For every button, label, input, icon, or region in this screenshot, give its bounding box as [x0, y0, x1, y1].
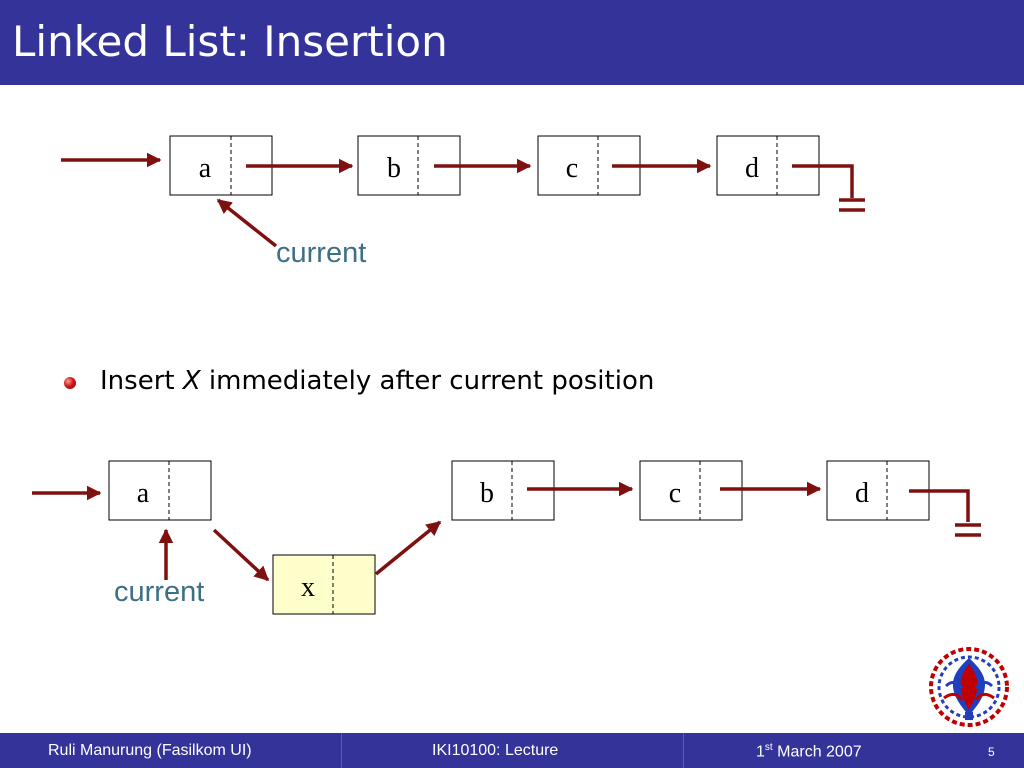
footer-date-rest: March 2007: [772, 743, 862, 761]
bottom-null-pointer: [909, 489, 981, 537]
footer-divider: [683, 733, 684, 768]
top-node-a: a: [169, 135, 273, 196]
bullet-prefix: Insert: [100, 366, 183, 396]
slide-title: Linked List: Insertion: [12, 17, 448, 66]
top-node-a-label: a: [199, 153, 212, 184]
bottom-node-a-label: a: [137, 478, 150, 509]
top-node-d-label: d: [745, 153, 759, 184]
bullet-icon: [64, 377, 76, 389]
footer-course: IKI10100: Lecture: [432, 742, 559, 759]
bottom-node-c-label: c: [669, 478, 681, 509]
bottom-current-label: current: [114, 576, 205, 608]
top-node-b-label: b: [387, 153, 401, 184]
bullet-suffix: immediately after current position: [200, 366, 655, 396]
bottom-link-x-b: [374, 520, 442, 576]
university-logo-icon: [929, 647, 1009, 727]
footer-bar: Ruli Manurung (Fasilkom UI) IKI10100: Le…: [0, 733, 1024, 768]
bottom-node-b: b: [451, 460, 555, 521]
bullet-variable: X: [182, 366, 201, 396]
top-current-arrow: [216, 198, 278, 248]
footer-date-suffix: st: [764, 742, 773, 753]
bottom-node-d-label: d: [855, 478, 869, 509]
top-null-pointer: [792, 164, 865, 212]
inserted-node-x-label: x: [301, 572, 315, 603]
bottom-link-a-x: [212, 528, 270, 582]
bottom-node-b-label: b: [480, 478, 494, 509]
title-bar: Linked List: Insertion: [0, 0, 1024, 85]
footer-author: Ruli Manurung (Fasilkom UI): [48, 742, 252, 759]
footer-divider: [341, 733, 342, 768]
footer-date-day: 1: [756, 743, 765, 761]
bullet-text: Insert X immediately after current posit…: [100, 366, 654, 396]
top-node-c-label: c: [566, 153, 578, 184]
top-current-label: current: [276, 237, 367, 269]
inserted-node-x: x: [272, 554, 376, 615]
footer-date: 1st March 2007: [756, 742, 862, 761]
top-list: a b c d: [61, 135, 865, 248]
page-number: 5: [988, 745, 995, 759]
bottom-list: a x b c d: [32, 460, 981, 615]
bottom-node-a: a: [108, 460, 212, 521]
